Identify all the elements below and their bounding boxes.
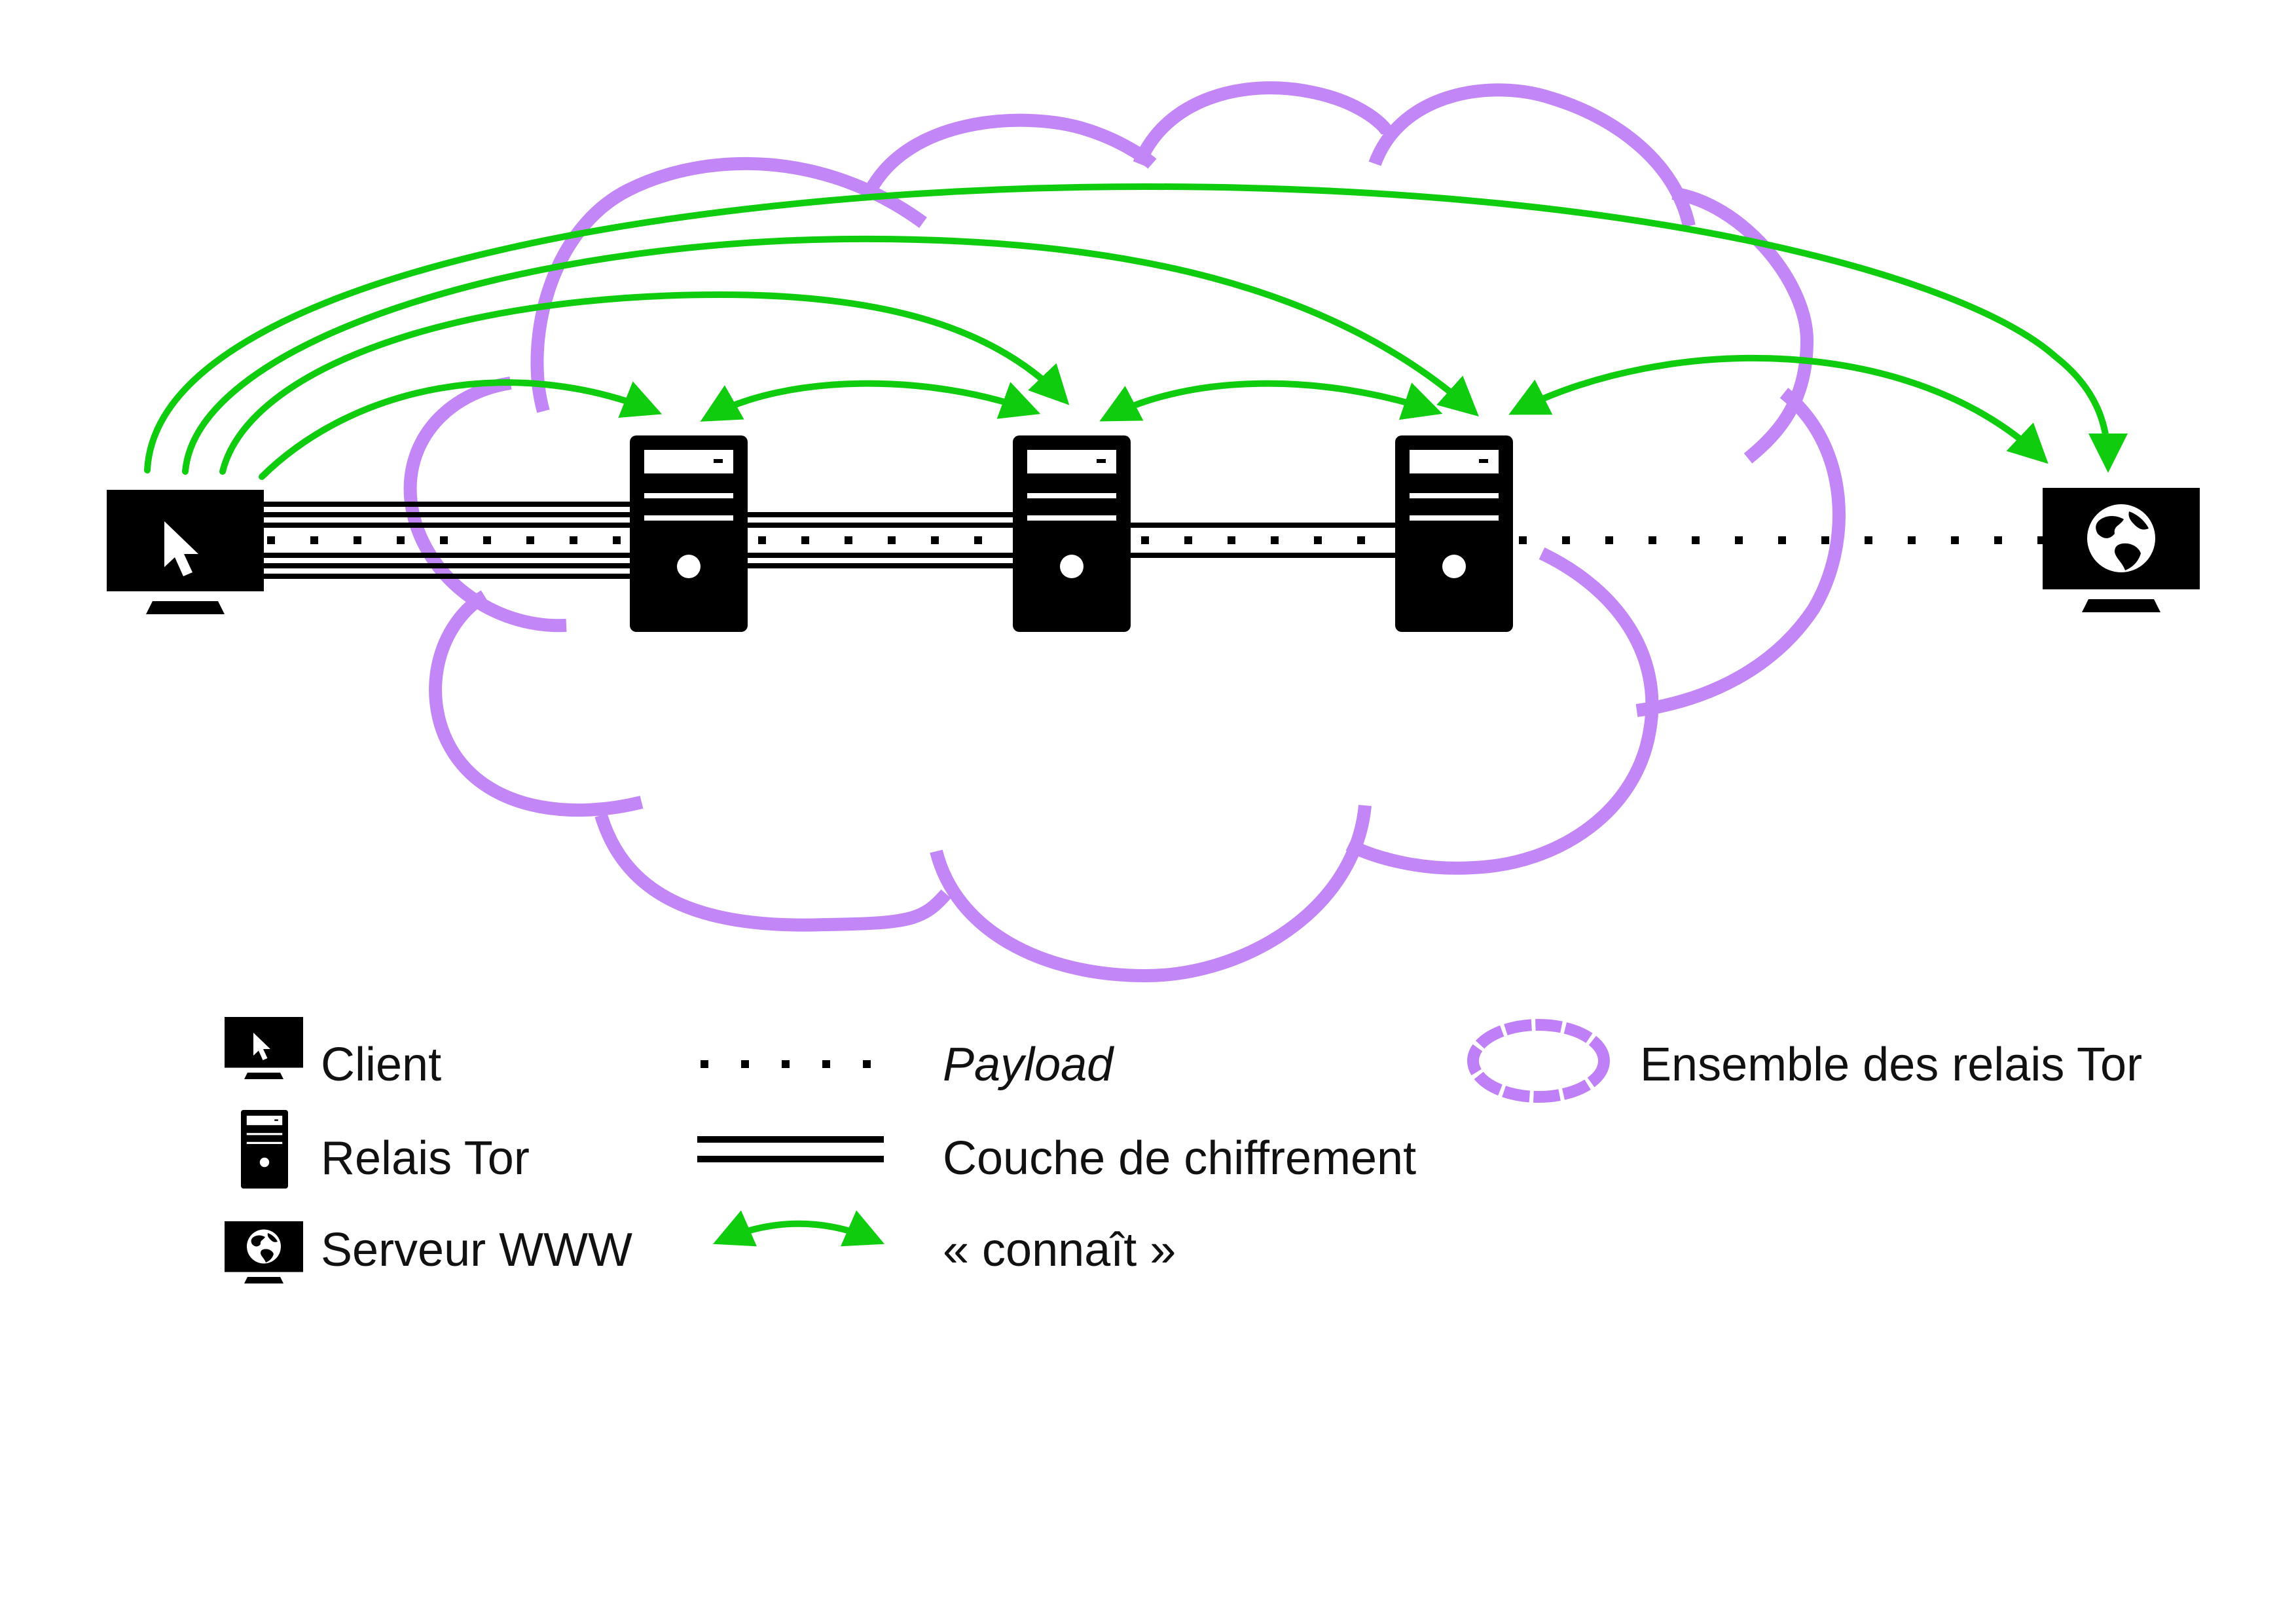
www-server-monitor-icon — [2043, 488, 2200, 612]
legend-relay-icon — [241, 1110, 288, 1189]
legend-relay-label: Relais Tor — [321, 1132, 530, 1185]
legend-server-icon — [225, 1221, 303, 1283]
tor-relay-3-icon — [1395, 435, 1513, 632]
knows-arrows — [144, 183, 2128, 480]
client-monitor-icon — [107, 490, 264, 614]
legend-relay-set-swatch — [1467, 1019, 1610, 1103]
legend: Client Relais Tor Serveur WWW Payload Co… — [225, 1017, 2142, 1283]
tor-relay-1-icon — [630, 435, 748, 632]
legend-server-label: Serveur WWW — [321, 1224, 632, 1276]
legend-knows-swatch — [713, 1210, 884, 1247]
legend-encryption-label: Couche de chiffrement — [943, 1132, 1416, 1185]
tor-relay-2-icon — [1013, 435, 1131, 632]
legend-relay-set-label: Ensemble des relais Tor — [1640, 1039, 2142, 1091]
encryption-layers — [255, 502, 1398, 579]
legend-client-label: Client — [321, 1039, 441, 1091]
legend-client-icon — [225, 1017, 303, 1079]
legend-knows-label: « connaît » — [943, 1224, 1176, 1276]
legend-payload-label: Payload — [943, 1039, 1114, 1091]
legend-encryption-swatch — [697, 1136, 884, 1162]
